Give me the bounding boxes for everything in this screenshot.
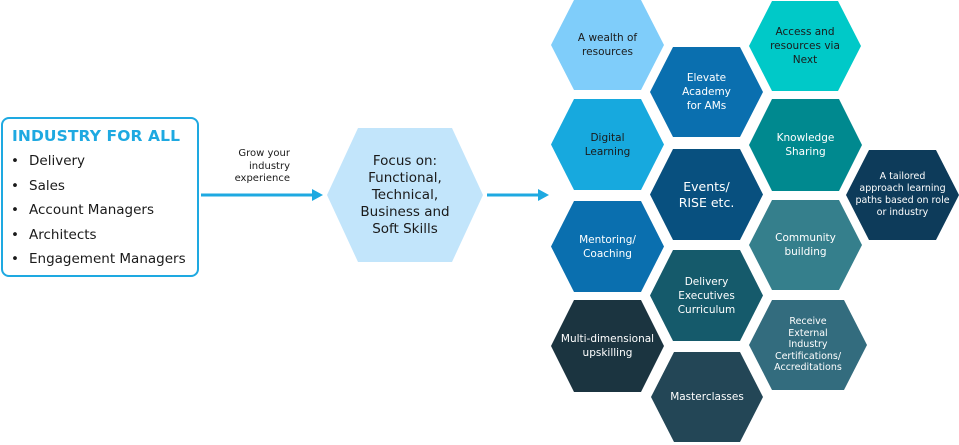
bullet-icon: • bbox=[11, 153, 19, 169]
digital-hexagon bbox=[551, 99, 664, 190]
multi-hexagon bbox=[551, 300, 664, 392]
knowledge-label: Knowledge Sharing bbox=[776, 132, 835, 158]
industry-for-all-box: INDUSTRY FOR ALL •Delivery •Sales •Accou… bbox=[1, 117, 199, 277]
arrow-head-icon bbox=[538, 189, 549, 201]
bullet-icon: • bbox=[11, 251, 19, 267]
knowledge-hexagon bbox=[749, 99, 862, 191]
elevate-hexagon bbox=[650, 47, 763, 137]
access-label: Access and resources via Next bbox=[770, 26, 840, 66]
bullet-icon: • bbox=[11, 177, 19, 194]
access-hexagon bbox=[749, 1, 861, 91]
list-item: •Account Managers bbox=[11, 202, 155, 218]
tailored-hexagon bbox=[846, 150, 959, 240]
events-label: Events/ RISE etc. bbox=[678, 178, 735, 210]
wealth-hexagon bbox=[551, 0, 664, 90]
list-item: •Architects bbox=[11, 226, 97, 243]
mentoring-hexagon bbox=[551, 201, 664, 292]
masterclasses-label: Masterclasses bbox=[670, 391, 744, 403]
tailored-label: A tailored approach learning paths based… bbox=[855, 171, 950, 218]
multi-label: Multi-dimensional upskilling bbox=[560, 333, 655, 359]
mentoring-label: Mentoring/ Coaching bbox=[579, 233, 636, 260]
arrow-head-icon bbox=[312, 189, 323, 201]
community-label: Community building bbox=[775, 232, 836, 258]
focus-label: Focus on: Functional, Technical, Busines… bbox=[360, 152, 450, 237]
events-hexagon bbox=[650, 149, 763, 240]
list-item: •Engagement Managers bbox=[11, 251, 186, 267]
community-hexagon bbox=[749, 200, 862, 290]
bullet-icon: • bbox=[11, 202, 19, 218]
masterclasses-hexagon bbox=[651, 352, 763, 442]
receive-hexagon bbox=[749, 300, 867, 390]
box-title: INDUSTRY FOR ALL bbox=[12, 127, 181, 145]
delivery-exec-hexagon bbox=[650, 250, 763, 341]
digital-label: Digital Learning bbox=[584, 131, 631, 158]
role-list: •Delivery •Sales •Account Managers •Arch… bbox=[11, 151, 186, 274]
arrow-label: Grow your industry experience bbox=[234, 148, 290, 184]
list-item: •Sales bbox=[11, 177, 65, 194]
list-item: •Delivery bbox=[11, 153, 86, 169]
bullet-icon: • bbox=[11, 226, 19, 243]
delivery-exec-label: Delivery Executives Curriculum bbox=[677, 275, 736, 316]
elevate-label: Elevate Academy for AMs bbox=[682, 72, 731, 112]
receive-label: Receive External Industry Certifications… bbox=[774, 316, 842, 374]
wealth-label: A wealth of resources bbox=[577, 32, 638, 58]
focus-hexagon bbox=[327, 128, 483, 262]
